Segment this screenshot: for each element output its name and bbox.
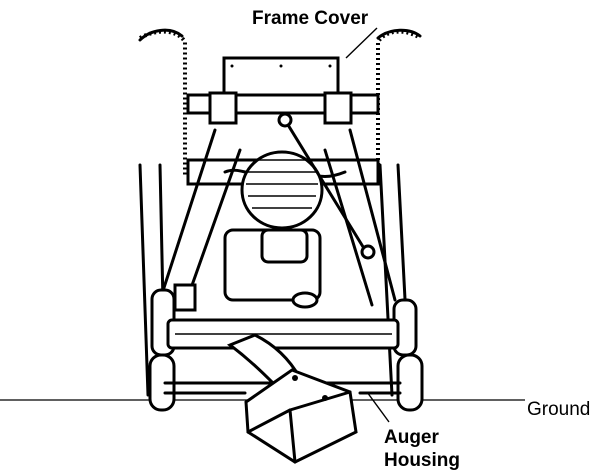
engine: [223, 150, 324, 309]
auger-housing: [226, 333, 358, 464]
auger-housing-label-line2: Housing: [384, 450, 460, 471]
auger-housing-leader: [366, 391, 390, 423]
left-frame: [138, 128, 242, 412]
control-rod: [277, 112, 376, 260]
upper-crossbar: [186, 91, 380, 125]
ground-label: Ground: [527, 399, 590, 420]
frame-cover-label: Frame Cover: [252, 8, 369, 29]
frame-cover-leader: [345, 27, 378, 59]
left-handle: [138, 28, 187, 175]
lower-crossbar: [166, 318, 400, 350]
auger-housing-label-line1: Auger: [384, 427, 440, 448]
right-handle: [376, 28, 422, 175]
frame-cover: [222, 56, 340, 100]
